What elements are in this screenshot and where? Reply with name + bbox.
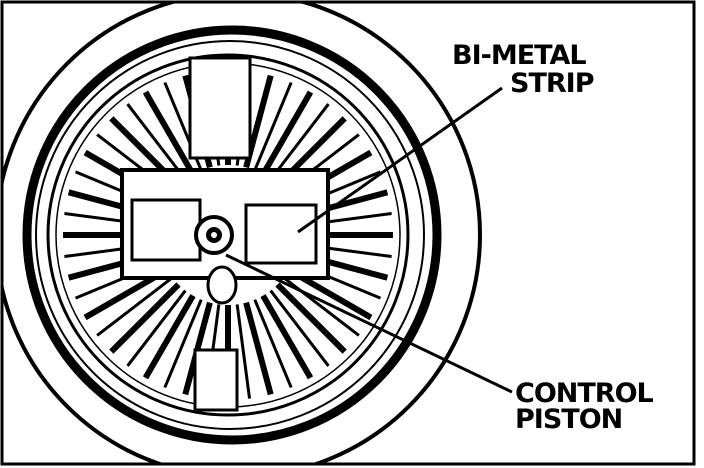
spoke — [96, 276, 174, 337]
thick-seal-ring — [22, 25, 442, 445]
spoke — [126, 289, 187, 367]
spoke — [260, 294, 314, 380]
spoke — [253, 81, 293, 171]
bottom-bracket — [193, 348, 239, 412]
piston-center — [211, 232, 217, 238]
bimetal-leader-line — [297, 86, 503, 234]
bimetal-strip-right — [244, 203, 318, 265]
piston-leader-line — [225, 253, 513, 394]
lower-lobe — [206, 265, 238, 305]
wheel-rim — [46, 53, 410, 417]
inner-seal-ring — [35, 40, 425, 430]
top-bracket — [188, 56, 252, 160]
spoke — [260, 90, 314, 176]
outer-housing-ring — [2, 2, 482, 464]
piston-label-line1: CONTROL — [515, 378, 654, 409]
spoke — [269, 103, 330, 181]
spoke — [243, 301, 274, 396]
spoke — [142, 294, 196, 380]
bimetal-label-line2: STRIP — [510, 68, 594, 99]
piston-label-line2: PISTON — [515, 404, 622, 435]
spoke — [182, 301, 213, 396]
spoke — [126, 103, 187, 181]
spoke — [235, 304, 252, 399]
spoke — [275, 282, 347, 354]
spoke — [142, 90, 196, 176]
spoke — [253, 299, 293, 389]
bimetal-strip-left — [130, 198, 202, 262]
spoke — [269, 289, 330, 367]
bimetal-label-line1: BI-METAL — [452, 40, 586, 71]
spoke — [109, 282, 181, 354]
spoke — [163, 299, 203, 389]
